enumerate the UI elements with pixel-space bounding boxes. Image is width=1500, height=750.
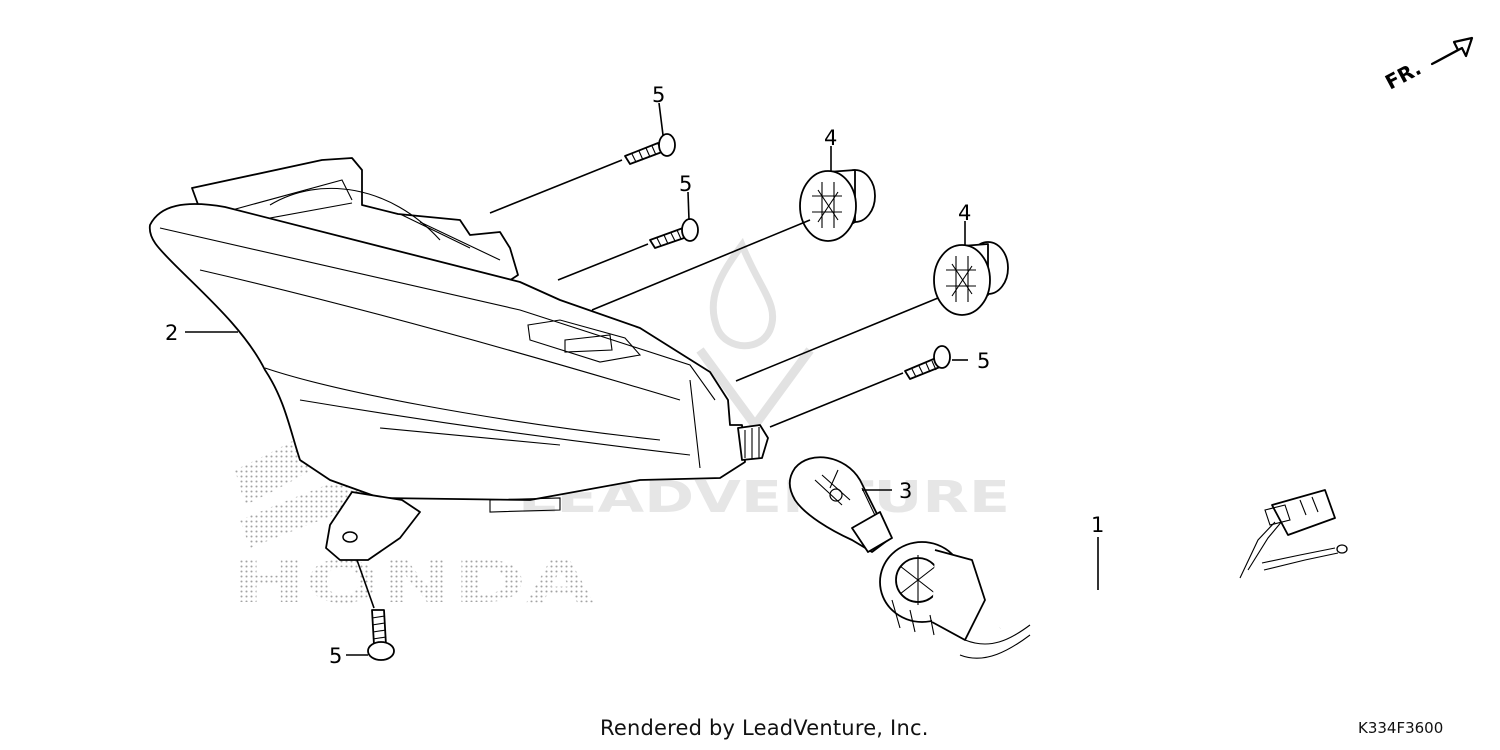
callout-screw-right: 5 <box>977 349 990 373</box>
honda-watermark-text: HONDA <box>232 548 594 616</box>
diagram-code: K334F3600 <box>1358 719 1444 737</box>
callout-labels: 5 5 4 4 5 2 3 1 5 <box>165 83 1104 668</box>
render-credit: Rendered by LeadVenture, Inc. <box>600 716 929 740</box>
callout-screw-mid: 5 <box>679 172 692 196</box>
callout-bulb: 3 <box>899 479 912 503</box>
screw-bottom <box>367 609 395 661</box>
callout-screw-top: 5 <box>652 83 665 107</box>
screw-mid <box>649 218 699 249</box>
taillight-assembly <box>148 157 769 561</box>
bulb <box>788 456 893 553</box>
callout-grommet-lower: 4 <box>958 201 971 225</box>
callout-wire-harness: 1 <box>1091 513 1104 537</box>
front-direction-arrow-icon <box>1430 36 1474 66</box>
screw-right <box>904 345 951 380</box>
callout-grommet-upper: 4 <box>824 126 837 150</box>
screw-top <box>624 133 676 165</box>
callout-screw-bottom: 5 <box>329 644 342 668</box>
front-direction-indicator: FR. <box>1381 36 1474 95</box>
front-direction-label: FR. <box>1381 56 1425 95</box>
wire-harness <box>879 489 1348 659</box>
grommet-upper <box>799 169 876 242</box>
grommet-lower <box>933 241 1009 316</box>
leader-lines <box>185 102 1099 656</box>
callout-taillight-assembly: 2 <box>165 321 178 345</box>
